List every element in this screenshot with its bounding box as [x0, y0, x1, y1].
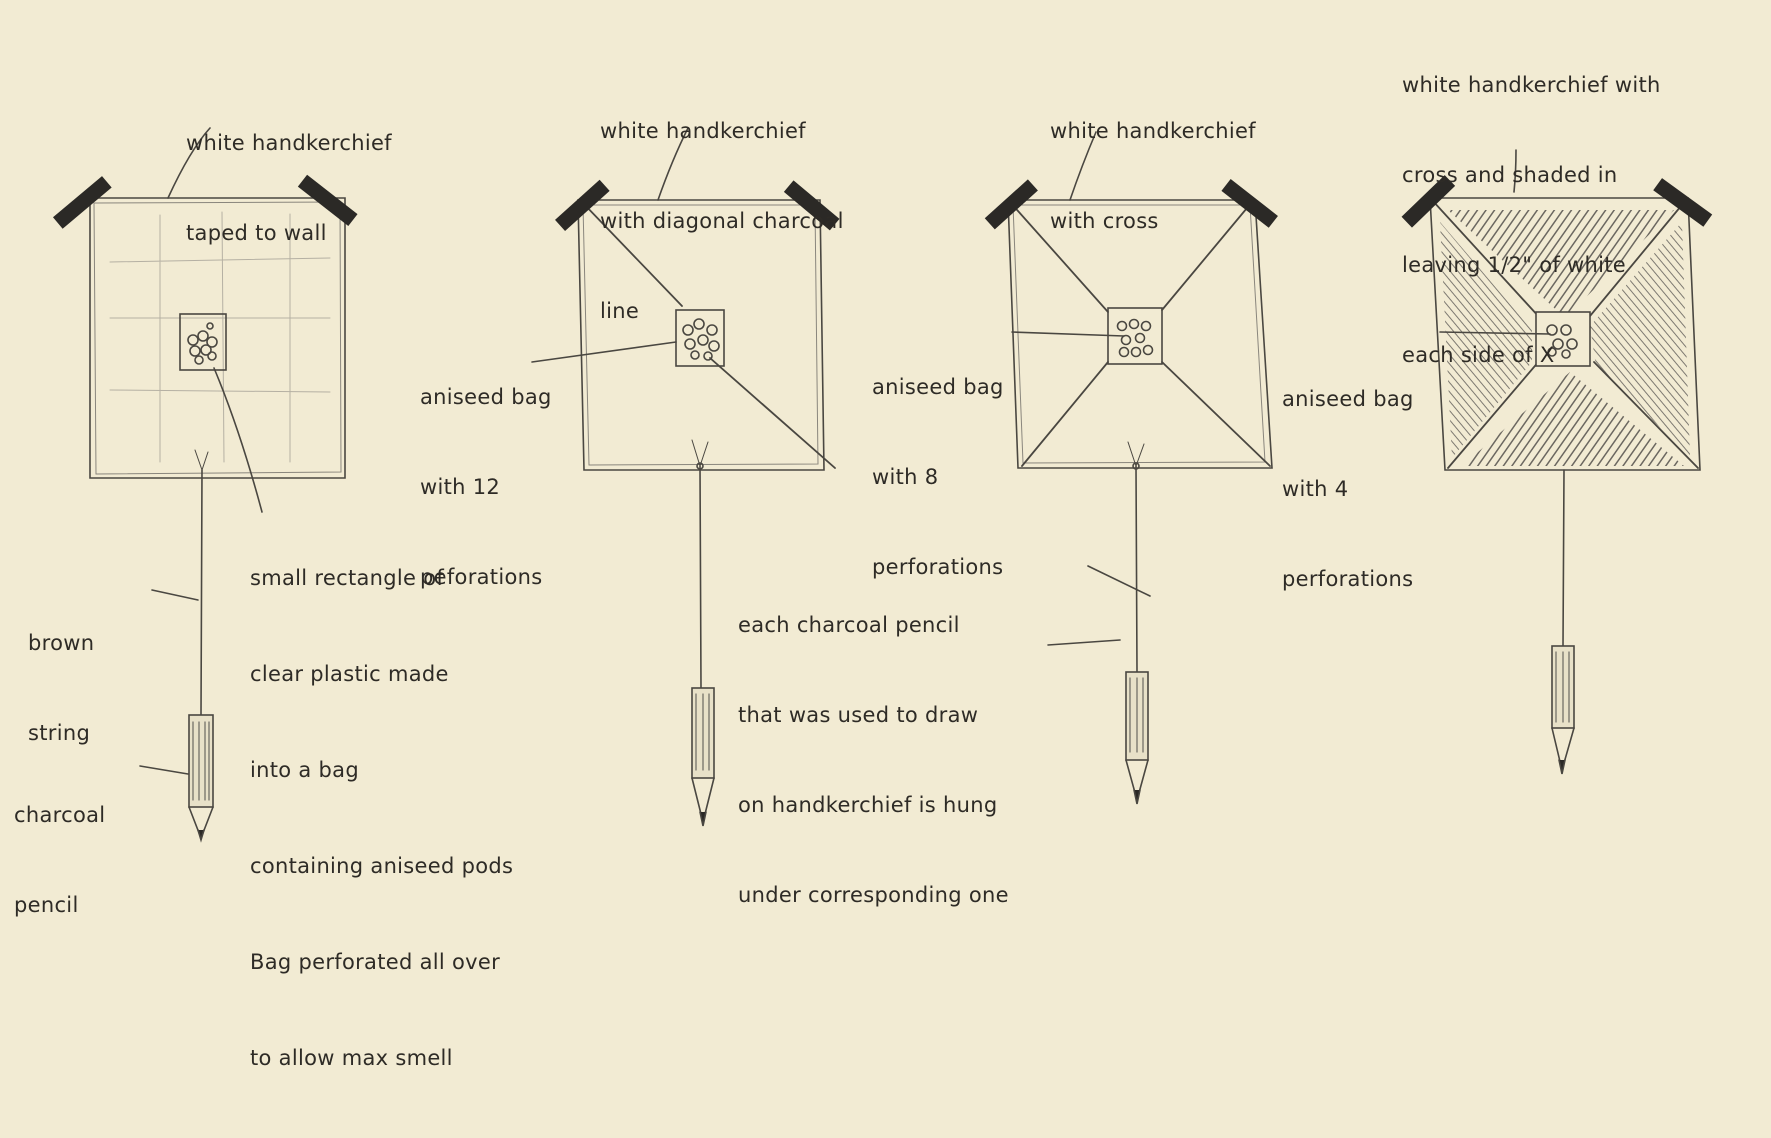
- string-4: [1562, 469, 1565, 647]
- leader-note-1: [213, 367, 263, 513]
- bag-label-line: aniseed bag: [872, 375, 1004, 399]
- leader-pencil: [139, 765, 189, 775]
- caption-line: cross and shaded in: [1402, 163, 1618, 187]
- bag-label-line: perforations: [1282, 567, 1414, 591]
- bag-label-line: perforations: [872, 555, 1004, 579]
- tape-3-left: [984, 179, 1038, 230]
- bag-label-line: aniseed bag: [420, 385, 552, 409]
- bag-label-line: peforations: [420, 565, 543, 589]
- note-line: clear plastic made: [250, 662, 449, 686]
- leader-caption-2: [657, 127, 689, 201]
- leader-caption-3: [1069, 131, 1097, 201]
- tape-4-right: [1653, 178, 1713, 227]
- caption-line: white handkerchief: [186, 131, 392, 155]
- note-line: Bag perforated all over: [250, 950, 501, 974]
- note-line: into a bag: [250, 758, 359, 782]
- label-brown-string: brown string: [28, 568, 94, 808]
- note-line: small rectangle of: [250, 566, 445, 590]
- handkerchief-4: [1429, 197, 1701, 471]
- label-charcoal-pencil: charcoal pencil: [14, 740, 105, 980]
- handkerchief-3: [1007, 199, 1273, 469]
- handkerchief-1: [89, 197, 346, 479]
- center-note-line: on handkerchief is hung: [738, 793, 998, 817]
- tape-2-right: [783, 180, 840, 231]
- charcoal-pencil-1: [188, 714, 214, 843]
- charcoal-pencil-4: [1551, 645, 1575, 775]
- tape-1-left: [52, 176, 112, 229]
- bag-label-line: with 4: [1282, 477, 1349, 501]
- center-note-line: each charcoal pencil: [738, 613, 960, 637]
- caption-panel-3: white handkerchief with cross: [1050, 56, 1256, 296]
- bag-label-3: aniseed bag with 8 perforations: [872, 312, 1004, 642]
- caption-line: line: [600, 299, 640, 323]
- handkerchief-2: [577, 199, 836, 471]
- leader-caption-1: [167, 127, 211, 199]
- bag-label-line: with 12: [420, 475, 501, 499]
- caption-line: white handkerchief: [1050, 119, 1256, 143]
- note-panel-1: small rectangle of clear plastic made in…: [250, 498, 513, 1138]
- string-3: [1127, 441, 1145, 673]
- aniseed-bag-2: [675, 309, 725, 367]
- leader-bag-4: [1439, 331, 1551, 335]
- caption-line: with cross: [1050, 209, 1159, 233]
- bag-label-line: with 8: [872, 465, 939, 489]
- caption-panel-2: white handkerchief with diagonal charcoa…: [600, 56, 844, 386]
- tape-3-right: [1221, 179, 1278, 228]
- center-note-line: that was used to draw: [738, 703, 979, 727]
- center-note-line: under corresponding one: [738, 883, 1009, 907]
- leader-center-1: [1087, 565, 1151, 597]
- side-label-line: brown: [28, 631, 95, 655]
- caption-panel-4: white handkerchief with cross and shaded…: [1402, 10, 1661, 430]
- caption-line: leaving 1/2" of white: [1402, 253, 1627, 277]
- charcoal-pencil-3: [1125, 671, 1149, 805]
- side-label-line: charcoal: [14, 803, 106, 827]
- caption-line: taped to wall: [186, 221, 327, 245]
- aniseed-bag-1: [179, 313, 227, 371]
- caption-line: with diagonal charcoal: [600, 209, 844, 233]
- leader-caption-4: [1513, 149, 1517, 193]
- leader-center-2: [1047, 639, 1121, 646]
- tape-4-left: [1401, 175, 1456, 228]
- caption-line: white handkerchief with: [1402, 73, 1661, 97]
- caption-line: white handkerchief: [600, 119, 806, 143]
- installation-sketch: [52, 127, 1713, 843]
- tape-2-left: [555, 179, 610, 232]
- charcoal-pencil-2: [691, 687, 715, 827]
- leader-bag-3: [1011, 331, 1125, 337]
- string-2: [691, 439, 709, 689]
- caption-panel-1: white handkerchief taped to wall: [186, 68, 392, 308]
- note-line: containing aniseed pods: [250, 854, 514, 878]
- caption-line: each side of X: [1402, 343, 1555, 367]
- side-label-line: pencil: [14, 893, 79, 917]
- sketch-sheet: white handkerchief taped to wall white h…: [14, 10, 1713, 1070]
- side-label-line: string: [28, 721, 91, 745]
- note-line: to allow max smell: [250, 1046, 453, 1070]
- aniseed-bag-4: [1535, 311, 1591, 367]
- leader-string: [151, 589, 199, 601]
- bag-label-line: aniseed bag: [1282, 387, 1414, 411]
- bag-label-4: aniseed bag with 4 perforations: [1282, 324, 1414, 654]
- tape-1-right: [297, 174, 358, 227]
- center-note: each charcoal pencil that was used to dr…: [738, 550, 1009, 970]
- bag-label-2: aniseed bag with 12 peforations: [420, 322, 552, 652]
- string-1: [194, 449, 209, 716]
- leader-bag-2: [531, 341, 677, 363]
